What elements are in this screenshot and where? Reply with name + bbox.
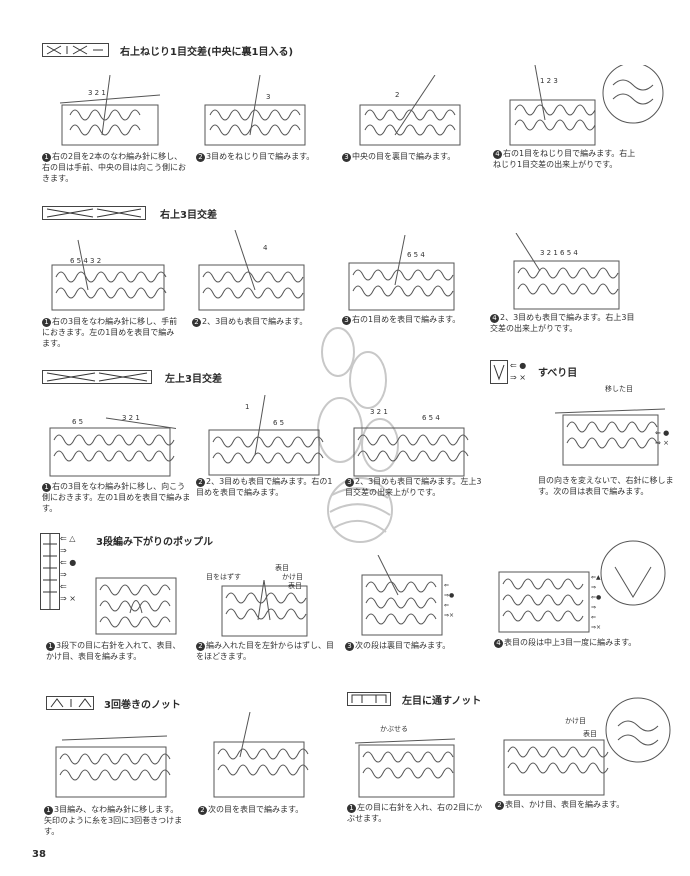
page-number: 38 <box>32 849 46 860</box>
section3-title: 左上3目交差 <box>165 374 222 385</box>
section7-step2-label-yo: かけ目 <box>565 717 586 725</box>
svg-text:6 5: 6 5 <box>273 419 284 427</box>
svg-text:6 5 4: 6 5 4 <box>407 251 425 259</box>
section2-step1-illustration: 6 5 4 3 2 <box>51 239 167 311</box>
section5-step1-illustration <box>95 577 177 635</box>
section7-step1-label: かぶせる <box>380 725 408 733</box>
section4-caption: 目の向きを変えないで、右針に移します。次の目は表目で編みます。 <box>538 476 674 496</box>
svg-text:6 5 4 3 2: 6 5 4 3 2 <box>70 257 101 265</box>
svg-text:⇒×: ⇒× <box>444 612 454 619</box>
section5-step3-illustration: ⇐ ⇒● ⇐ ⇒× <box>361 555 454 636</box>
section1-chart-symbol <box>42 43 109 57</box>
section5-step2-label-yo: かけ目 <box>282 573 303 581</box>
section1-step2-illustration: 3 <box>204 75 306 146</box>
section6-step2-illustration <box>213 712 309 798</box>
section2-step3-illustration: 6 5 4 <box>348 235 455 311</box>
section4-legend: ⇐ ● ⇒ × <box>510 361 527 382</box>
section5-step2-label-drop: 目をはずす <box>206 573 241 581</box>
section2-step2-illustration: 4 <box>198 230 305 311</box>
section7-step2-illustration <box>503 697 671 796</box>
section2-title: 右上3目交差 <box>160 210 217 221</box>
section4-title: すべり目 <box>538 368 578 379</box>
section1-step3-illustration: 2 <box>359 75 461 146</box>
svg-text:⇐: ⇐ <box>444 602 449 609</box>
svg-text:⇐: ⇐ <box>591 614 596 621</box>
section7-step2-label-knit: 表目 <box>583 730 597 738</box>
section3-step2-illustration: 1 6 5 <box>208 395 324 476</box>
svg-text:4: 4 <box>263 244 268 252</box>
section6-chart-symbol <box>46 696 94 710</box>
watermark-cactus-yarn <box>317 327 399 543</box>
svg-text:⇐: ⇐ <box>444 582 449 589</box>
section4-moved-label: 移した目 <box>605 385 633 393</box>
svg-text:⇐▲: ⇐▲ <box>591 574 601 581</box>
section5-legend: ⇐ △ ⇒ ⇐ ● ⇒ ⇐ ⇒ × <box>60 534 77 603</box>
svg-text:3 2 1: 3 2 1 <box>370 408 388 416</box>
svg-text:⇐●: ⇐● <box>591 594 601 601</box>
section2-step4-illustration: 3 2 1 6 5 4 <box>513 233 620 310</box>
svg-text:⇒: ⇒ <box>591 584 596 591</box>
svg-text:⇒×: ⇒× <box>591 624 601 631</box>
section7-title: 左目に通すノット <box>402 696 482 707</box>
section7-chart-symbol <box>347 692 391 706</box>
section3-step3-illustration: 3 2 1 6 5 4 <box>353 408 469 477</box>
section3-chart-symbol <box>42 370 152 384</box>
svg-text:⇒: ⇒ <box>591 604 596 611</box>
svg-text:⇒ ×: ⇒ × <box>655 439 669 447</box>
svg-text:1 2 3: 1 2 3 <box>540 77 558 85</box>
section4-chart-symbol <box>490 360 508 384</box>
svg-text:6 5: 6 5 <box>72 418 83 426</box>
svg-text:3: 3 <box>266 93 270 101</box>
svg-text:3 2 1 6 5 4: 3 2 1 6 5 4 <box>540 249 578 257</box>
svg-text:⇒●: ⇒● <box>444 592 454 599</box>
svg-text:1: 1 <box>245 403 249 411</box>
section1-step1-illustration: 3 2 1 <box>59 75 161 146</box>
section3-step1-illustration: 6 5 3 2 1 <box>49 414 176 477</box>
section7-step1-illustration <box>355 738 456 798</box>
section2-chart-symbol <box>42 206 146 220</box>
svg-text:3 2 1: 3 2 1 <box>122 414 140 422</box>
section4-illustration: ⇐ ● ⇒ × <box>555 408 669 466</box>
section1-step4-illustration: 1 2 3 <box>509 65 664 146</box>
section6-step1-illustration <box>55 735 171 798</box>
section5-step2-illustration <box>221 580 308 637</box>
svg-text:⇐ ●: ⇐ ● <box>655 429 669 437</box>
svg-text:6 5 4: 6 5 4 <box>422 414 440 422</box>
section1-title: 右上ねじり1目交差(中央に裏1目入る) <box>120 47 294 58</box>
section5-step2-label-knit1: 表目 <box>275 564 289 572</box>
section5-chart-symbol <box>40 533 60 610</box>
section6-title: 3回巻きのノット <box>104 700 181 711</box>
section5-title: 3段編み下がりのポップル <box>96 537 213 548</box>
svg-text:2: 2 <box>395 91 399 99</box>
svg-text:3 2 1: 3 2 1 <box>88 89 106 97</box>
section5-step4-illustration: ⇐▲ ⇒ ⇐● ⇒ ⇐ ⇒× <box>498 540 666 633</box>
